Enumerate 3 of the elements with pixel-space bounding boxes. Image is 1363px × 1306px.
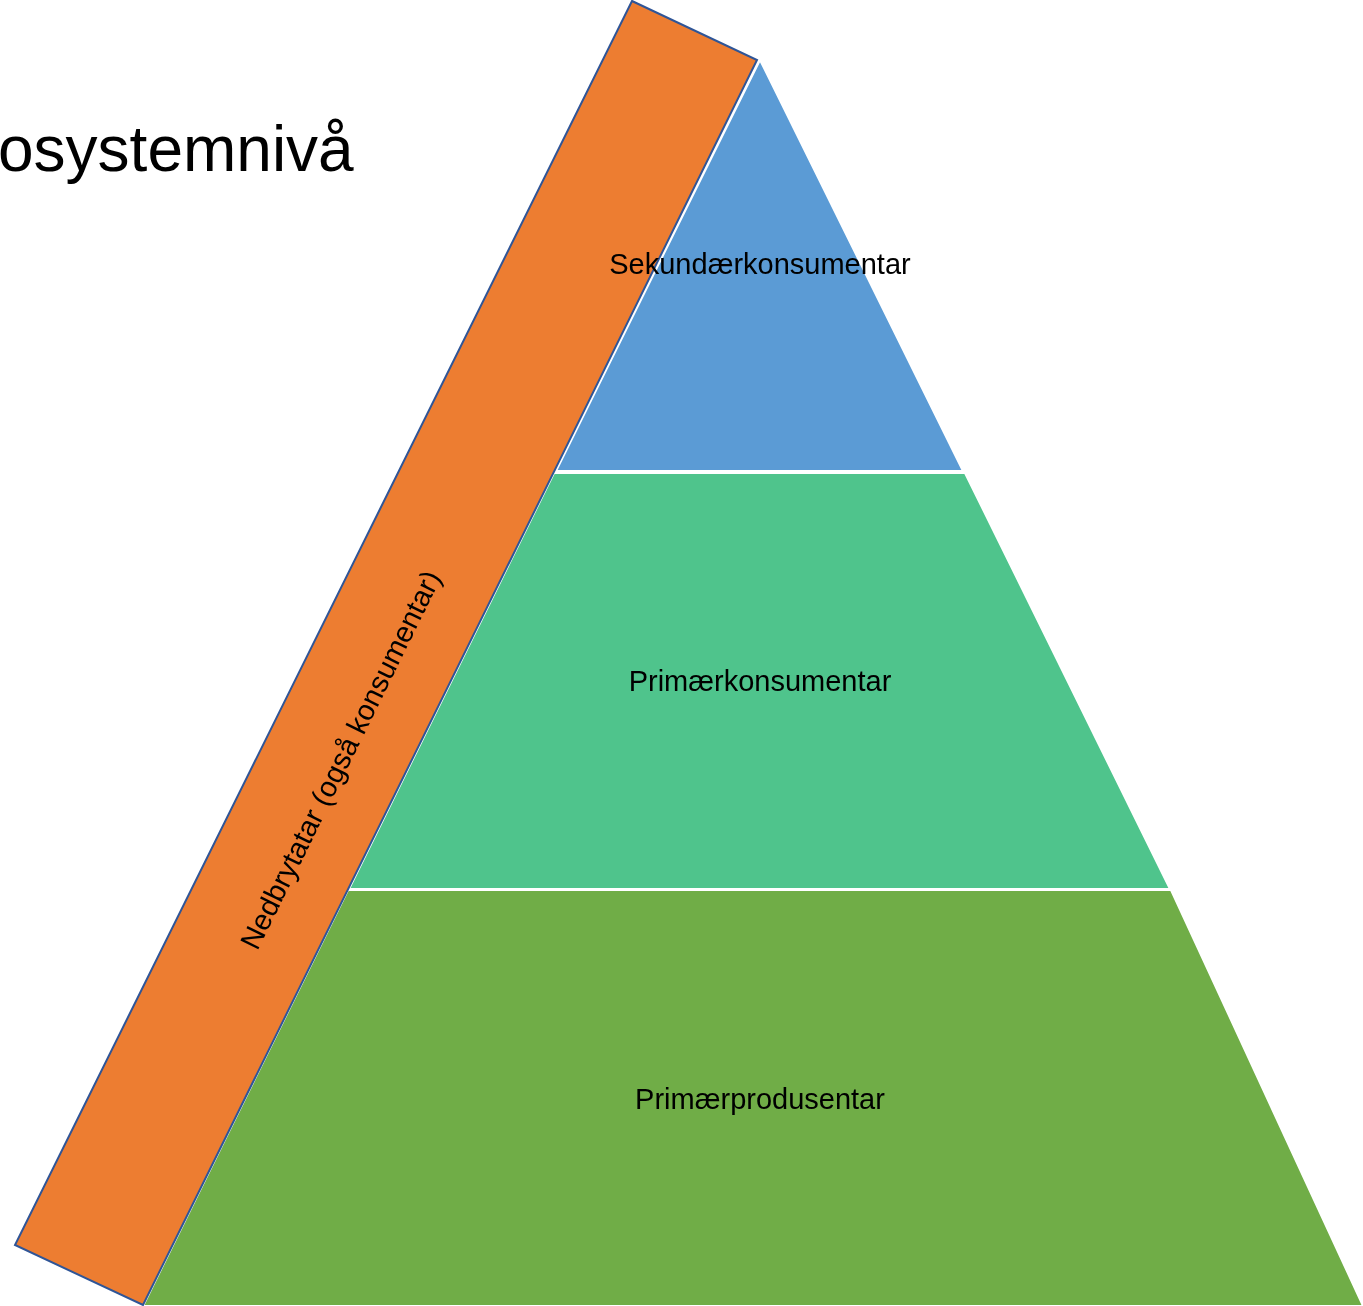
tier-label: Primærprodusentar xyxy=(635,1082,885,1116)
title: osystemnivå xyxy=(0,112,354,186)
tier-label: Primærkonsumentar xyxy=(628,664,892,698)
